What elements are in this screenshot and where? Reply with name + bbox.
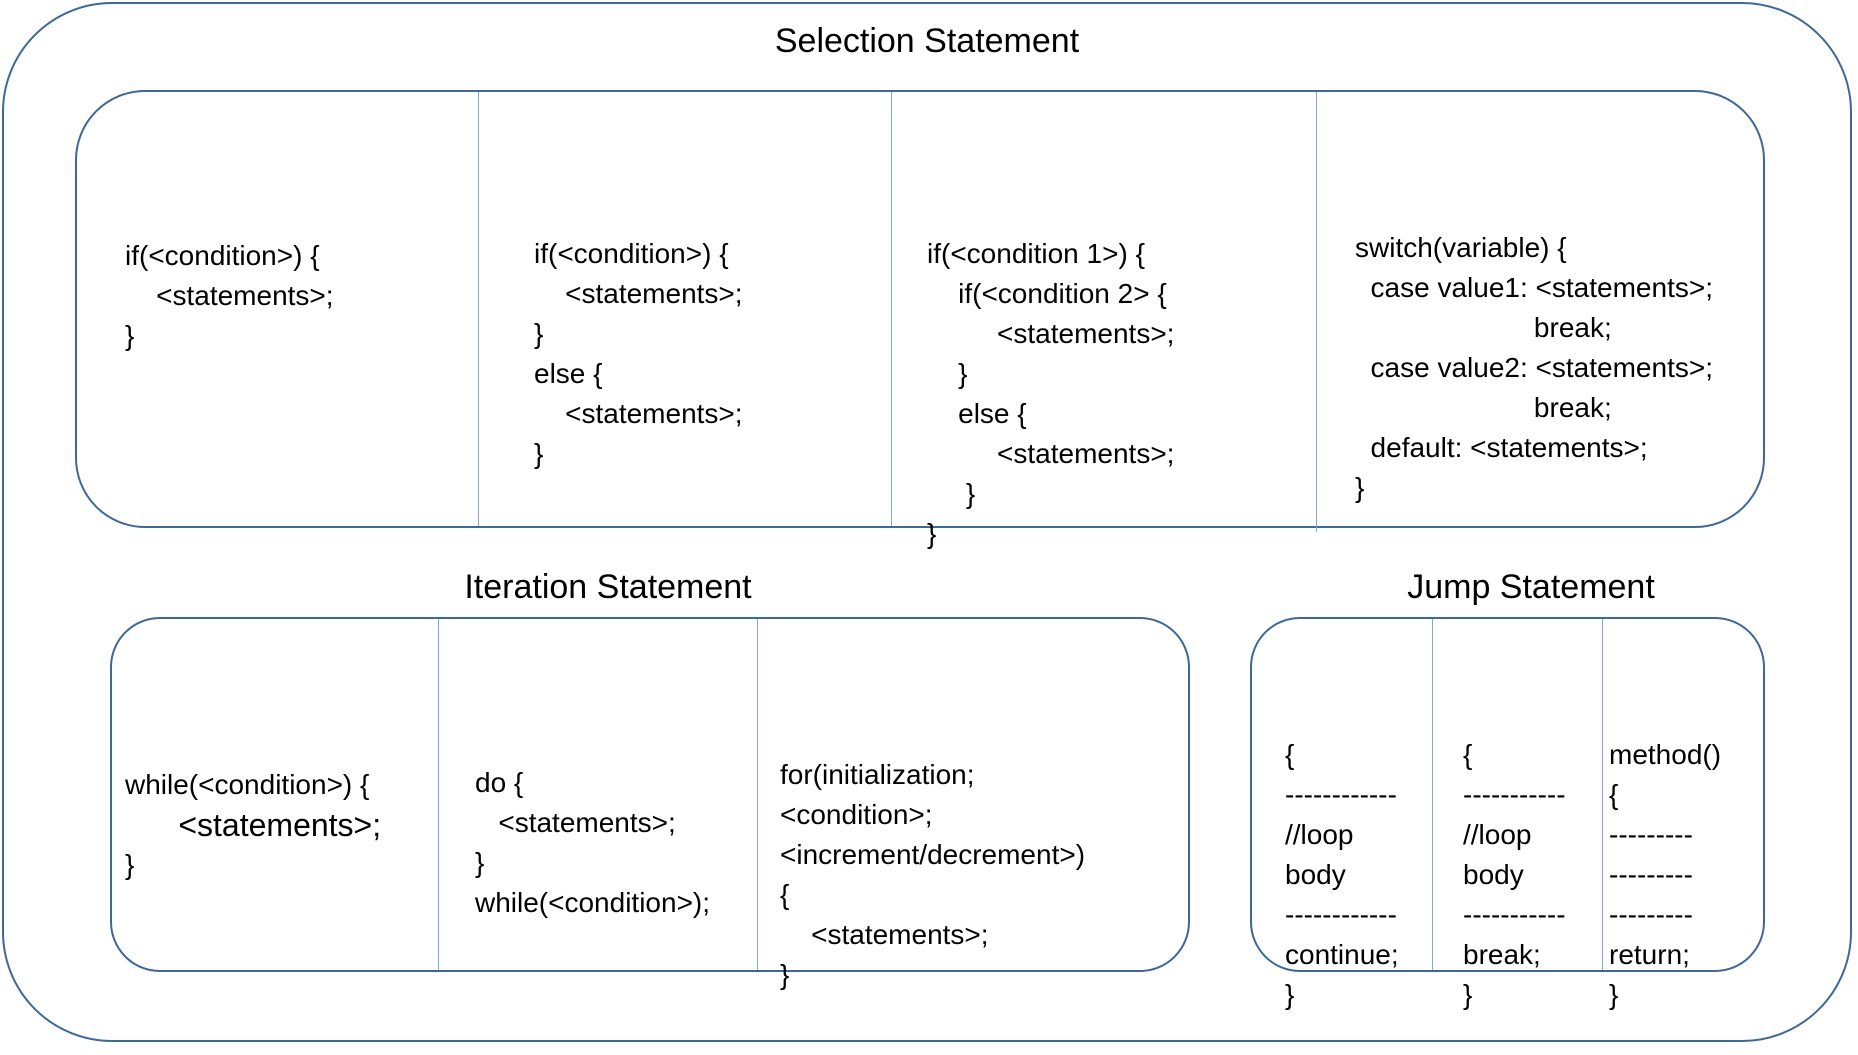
selection-divider: [1316, 92, 1317, 532]
selection-statement-title: Selection Statement: [774, 22, 1080, 60]
do-while-loop-code: do { <statements>;}while(<condition>);: [475, 767, 711, 918]
selection-divider: [891, 92, 892, 526]
if-statement-code: if(<condition>) { <statements>;}: [125, 240, 334, 351]
iteration-statement-box: [110, 617, 1190, 972]
while-loop-code: while(<condition>) { <statements>;}: [125, 769, 382, 880]
selection-statement-box: [75, 90, 1765, 528]
iteration-divider: [757, 619, 758, 970]
nested-if-statement-code: if(<condition 1>) { if(<condition 2> { <…: [927, 238, 1175, 549]
jump-statement-title: Jump Statement: [1407, 568, 1655, 606]
iteration-statement-title: Iteration Statement: [464, 568, 752, 606]
if-else-statement-code: if(<condition>) { <statements>;}else { <…: [534, 238, 743, 469]
selection-divider: [478, 92, 479, 526]
for-loop-code: for(initialization;<condition>;<incremen…: [780, 759, 1086, 990]
switch-statement-code: switch(variable) { case value1: <stateme…: [1355, 232, 1713, 503]
jump-divider: [1432, 619, 1433, 970]
iteration-divider: [438, 619, 439, 970]
jump-statement-box: [1250, 617, 1765, 972]
return-statement-code: method(){---------------------------retu…: [1609, 739, 1722, 1010]
jump-divider: [1602, 619, 1603, 970]
